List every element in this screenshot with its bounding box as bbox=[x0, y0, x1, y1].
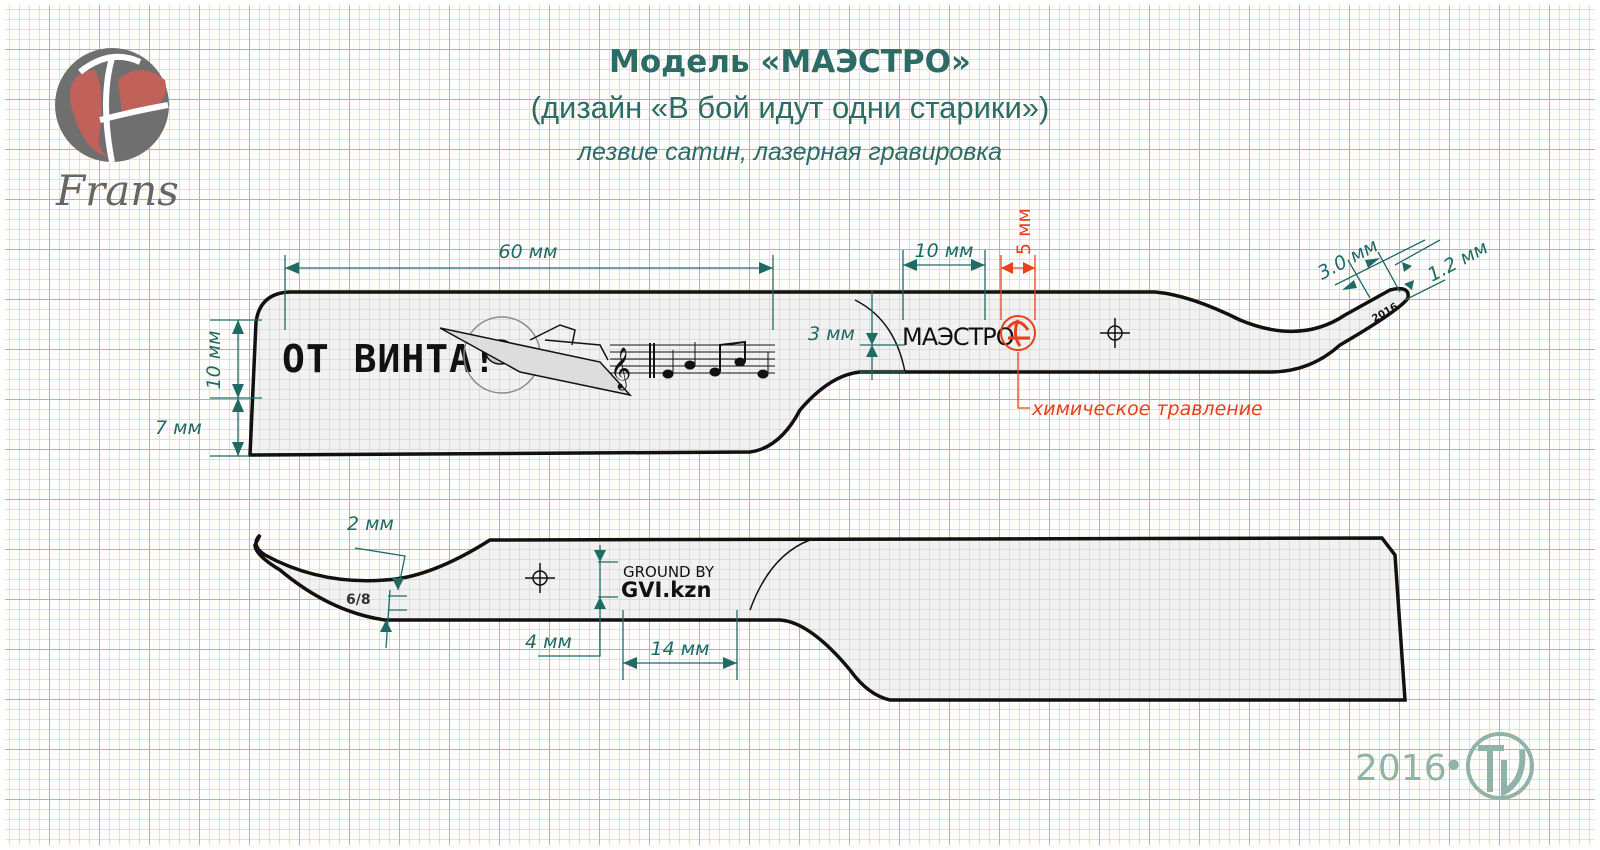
dim-label: 5 мм bbox=[1013, 208, 1035, 255]
brand-engraving: МАЭСТРО bbox=[902, 323, 1014, 351]
page-subtitle: (дизайн «В бой идут одни старики») bbox=[531, 90, 1050, 125]
dim-label: 4 мм bbox=[525, 631, 572, 653]
frans-logo: Frans bbox=[55, 48, 179, 215]
dim-label: 2 мм bbox=[347, 513, 394, 535]
logo-wordmark: Frans bbox=[55, 166, 179, 215]
dim-label: 10 мм bbox=[203, 331, 225, 390]
dim-label: 60 мм bbox=[499, 241, 558, 263]
etching-callout: химическое травление bbox=[1017, 352, 1263, 420]
engraving-text: ОТ ВИНТА! bbox=[282, 337, 497, 381]
dim-60mm: 60 мм bbox=[284, 241, 774, 330]
dim-10mm-7mm: 10 мм 7 мм bbox=[155, 319, 262, 457]
bottom-blade: 6/8 GROUND BY GVI.kzn 2 мм 4 мм 14 мм bbox=[253, 513, 1407, 702]
pivot-hole-icon bbox=[525, 563, 555, 593]
dim-3mm: 3 мм bbox=[808, 290, 905, 380]
etching-label: химическое травление bbox=[1031, 398, 1263, 420]
dim-4mm: 4 мм bbox=[525, 545, 618, 657]
footer-separator: • bbox=[1443, 746, 1464, 787]
size-stamp: 6/8 bbox=[346, 592, 371, 608]
dim-14mm: 14 мм bbox=[622, 610, 738, 680]
svg-text:𝄞: 𝄞 bbox=[610, 347, 631, 390]
tang-line bbox=[854, 299, 906, 373]
dim-label: 14 мм bbox=[651, 638, 710, 660]
dim-5mm-etch: 5 мм bbox=[1000, 208, 1036, 320]
dim-label: 7 мм bbox=[155, 417, 202, 439]
dim-2mm: 2 мм bbox=[347, 513, 407, 649]
bottom-blade-outline bbox=[253, 533, 1407, 702]
tang-line bbox=[749, 539, 811, 611]
dim-10mm-logo: 10 мм bbox=[902, 240, 986, 320]
top-blade: ОТ ВИНТА! 𝄞 МАЭСТРО 2016 bbox=[155, 208, 1492, 457]
page-title: Модель «МАЭСТРО» bbox=[609, 44, 971, 80]
ground-by-text: GROUND BY bbox=[623, 563, 715, 581]
dim-label: 10 мм bbox=[915, 240, 974, 262]
dim-label: 3 мм bbox=[808, 323, 855, 345]
music-notes-engraving: 𝄞 bbox=[610, 340, 775, 390]
etched-logo-icon bbox=[1000, 315, 1036, 351]
pivot-hole-icon bbox=[1100, 318, 1130, 348]
airplane-engraving bbox=[439, 316, 633, 397]
finish-note: лезвие сатин, лазерная гравировка bbox=[576, 138, 1002, 166]
footer-year: 2016 bbox=[1355, 748, 1447, 789]
studio-logo-icon bbox=[1466, 732, 1534, 800]
maker-text: GVI.kzn bbox=[621, 578, 711, 602]
graph-paper-grid bbox=[5, 5, 1595, 845]
